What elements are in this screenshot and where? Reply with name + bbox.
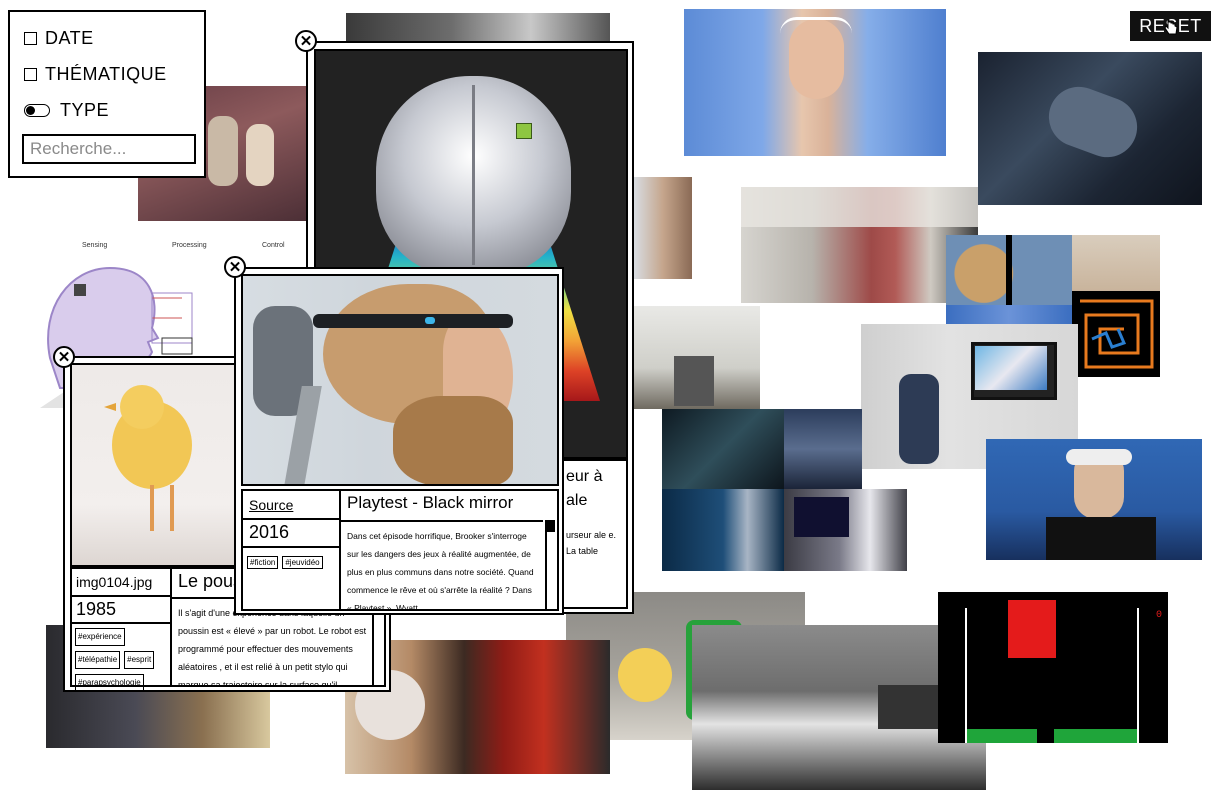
playtest-scrollbar[interactable] bbox=[545, 520, 555, 611]
photo-clockwork-orange[interactable] bbox=[784, 409, 862, 489]
chick-description: Il s'agit d'une expérience dans laquelle… bbox=[178, 608, 367, 687]
chick-scrollbar[interactable] bbox=[372, 597, 382, 687]
diagram-sensing-label: Sensing bbox=[82, 242, 108, 249]
thematique-checkbox[interactable] bbox=[24, 68, 37, 81]
tag-fiction[interactable]: #fiction bbox=[247, 556, 279, 569]
photo-tetris-game[interactable]: 0 bbox=[938, 592, 1168, 743]
brain-card-title: eur à ale bbox=[566, 468, 603, 509]
filter-thematique[interactable]: THÉMATIQUE bbox=[24, 64, 167, 85]
playtest-card[interactable]: Source Playtest - Black mirror 2016 #fic… bbox=[234, 267, 564, 615]
photo-scifi-pod[interactable] bbox=[978, 52, 1202, 205]
filter-date[interactable]: DATE bbox=[24, 28, 94, 49]
filter-thematique-label: THÉMATIQUE bbox=[45, 64, 167, 84]
type-toggle[interactable] bbox=[24, 104, 50, 117]
photo-eeg-cap-woman[interactable] bbox=[662, 489, 784, 571]
hand-cursor-icon bbox=[1164, 18, 1178, 36]
chick-year: 1985 bbox=[76, 599, 117, 619]
photo-man-side[interactable] bbox=[634, 177, 692, 279]
playtest-image bbox=[241, 274, 559, 486]
tag-esprit[interactable]: #esprit bbox=[124, 651, 155, 669]
photo-lab-cables[interactable] bbox=[634, 306, 760, 409]
playtest-card-title: Playtest - Black mirror bbox=[347, 493, 514, 512]
photo-keanu-headset[interactable] bbox=[986, 439, 1202, 560]
tag-parapsychologie[interactable]: #parapsychologie bbox=[75, 674, 144, 692]
source-link[interactable]: Source bbox=[249, 497, 294, 513]
filter-type-label: TYPE bbox=[60, 100, 110, 120]
chick-card-title: Le pous bbox=[178, 571, 243, 591]
diagram-control-label: Control bbox=[262, 242, 285, 249]
photo-orange-maze[interactable] bbox=[1072, 291, 1160, 377]
photo-vr-blue[interactable] bbox=[946, 305, 1072, 325]
photo-matrix-pods[interactable] bbox=[662, 409, 784, 489]
diagram-processing-label: Processing bbox=[172, 242, 207, 249]
playtest-description: Dans cet épisode horrifique, Brooker s'i… bbox=[347, 531, 534, 611]
photo-headset-woman[interactable] bbox=[684, 9, 946, 156]
photo-vr-room[interactable] bbox=[1072, 235, 1160, 291]
playtest-scrollbar-thumb[interactable] bbox=[547, 520, 555, 532]
playtest-year: 2016 bbox=[249, 522, 290, 542]
search-input[interactable] bbox=[22, 134, 196, 164]
brain-card-description: urseur ale e. La table bbox=[566, 530, 617, 556]
tag-telepathie[interactable]: #télépathie bbox=[75, 651, 121, 669]
photo-office-man[interactable] bbox=[346, 13, 610, 43]
date-checkbox[interactable] bbox=[24, 32, 37, 45]
game-score: 0 bbox=[1156, 610, 1163, 621]
tag-experience[interactable]: #expérience bbox=[75, 628, 125, 646]
photo-eeg-cap-screen[interactable] bbox=[784, 489, 907, 571]
chick-card-close-button[interactable]: ✕ bbox=[53, 346, 75, 368]
brain-card-close-button[interactable]: ✕ bbox=[295, 30, 317, 52]
playtest-card-close-button[interactable]: ✕ bbox=[224, 256, 246, 278]
photo-vr-split[interactable] bbox=[946, 235, 1072, 305]
filter-type[interactable]: TYPE bbox=[24, 100, 109, 121]
playtest-card-meta: Source Playtest - Black mirror 2016 #fic… bbox=[241, 489, 559, 611]
photo-laptop-demo[interactable] bbox=[692, 625, 986, 790]
photo-robot-arm-patient[interactable] bbox=[741, 187, 978, 303]
filter-date-label: DATE bbox=[45, 28, 94, 48]
chick-filename: img0104.jpg bbox=[76, 574, 153, 590]
tag-jeuvideo[interactable]: #jeuvidéo bbox=[282, 556, 323, 569]
filter-panel: DATE THÉMATIQUE TYPE bbox=[8, 10, 206, 178]
